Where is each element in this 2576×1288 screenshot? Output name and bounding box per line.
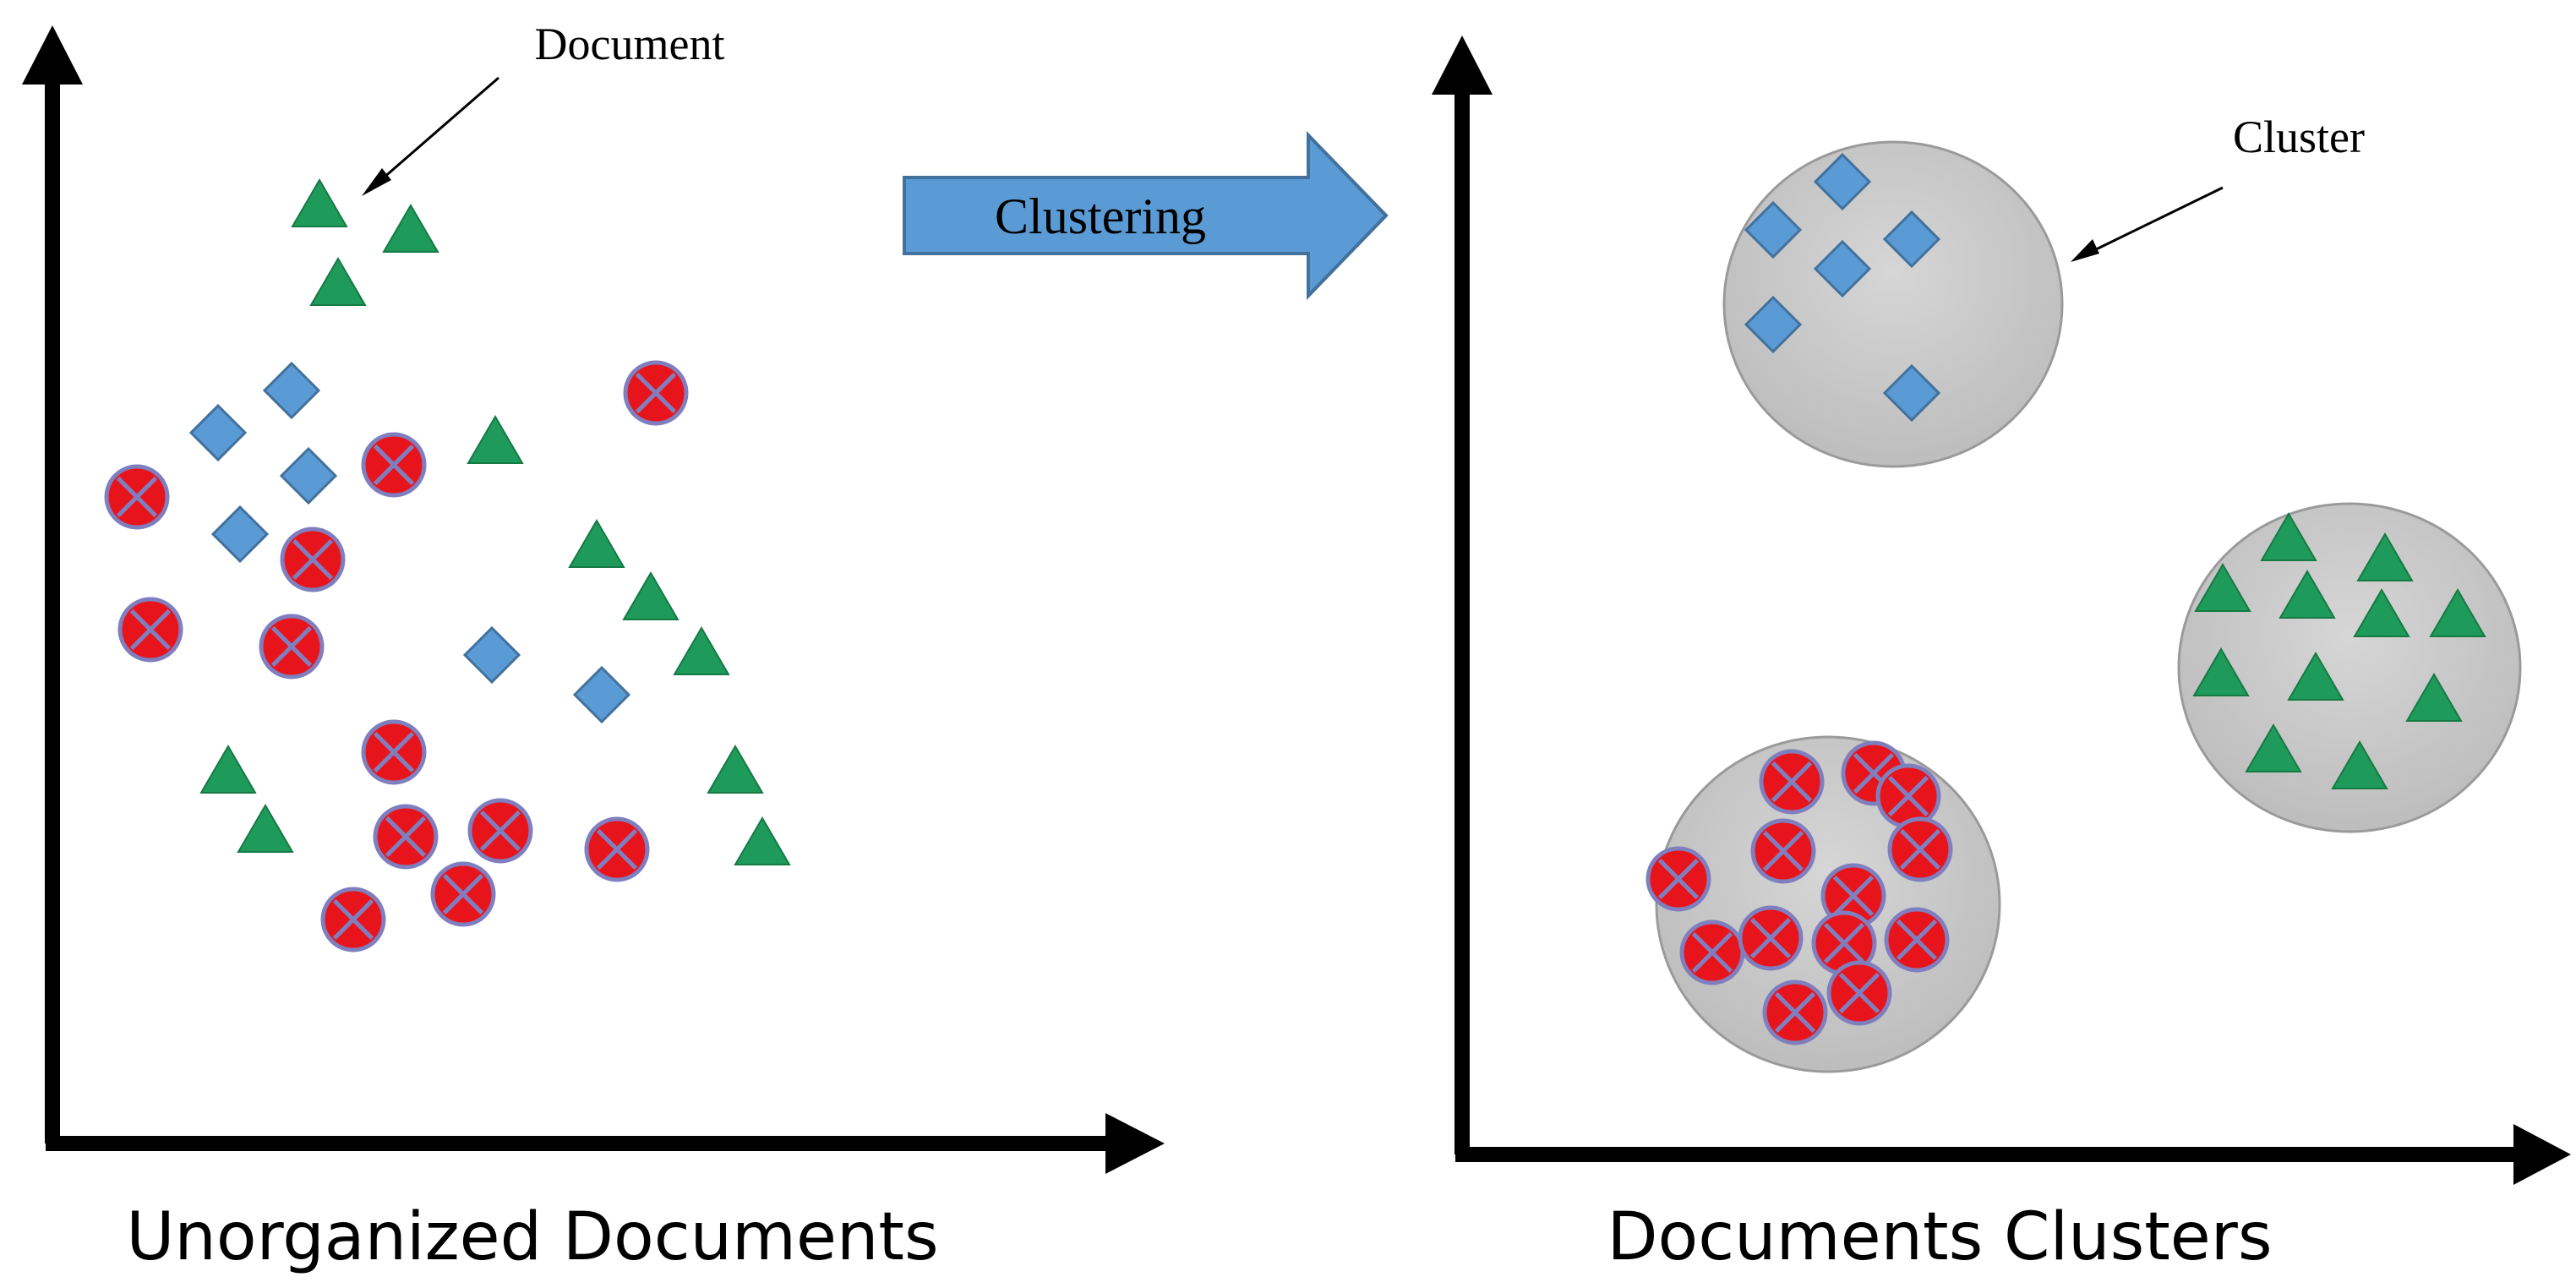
diamond-document-icon	[1813, 239, 1872, 298]
clustering-arrow: Clustering	[903, 131, 1389, 300]
crossed-circle-document-icon	[1750, 818, 1816, 884]
crossed-circle-document-icon	[1887, 816, 1953, 882]
triangle-document-icon	[2192, 647, 2250, 697]
left-caption: Unorganized Documents	[126, 1199, 938, 1275]
crossed-circle-document-icon	[280, 527, 346, 592]
diamond-document-icon	[572, 665, 631, 724]
triangle-document-icon	[382, 204, 439, 254]
crossed-circle-document-icon	[1811, 910, 1877, 976]
triangle-document-icon	[291, 178, 348, 228]
crossed-circle-document-icon	[1875, 763, 1941, 829]
cluster-annotation-pointer	[2087, 186, 2224, 255]
diamond-document-icon	[210, 505, 270, 564]
crossed-circle-document-icon	[1738, 905, 1804, 971]
crossed-circle-document-icon	[104, 464, 170, 530]
triangle-document-icon	[2405, 673, 2463, 723]
crossed-circle-document-icon	[467, 798, 533, 864]
triangle-document-icon	[707, 745, 764, 794]
cluster-blue	[1722, 140, 2064, 468]
crossed-circle-document-icon	[1884, 907, 1950, 973]
document-markers	[104, 152, 2486, 1045]
crossed-circle-document-icon	[361, 719, 427, 785]
triangle-document-icon	[734, 816, 791, 866]
triangle-document-icon	[309, 257, 367, 307]
clustering-arrow-label: Clustering	[995, 188, 1206, 244]
left-y-axis-arrowhead	[22, 25, 83, 85]
left-axes	[22, 25, 1165, 1174]
diamond-document-icon	[462, 625, 521, 685]
document-annotation-pointer	[375, 76, 499, 186]
crossed-circle-document-icon	[320, 887, 386, 952]
crossed-circle-document-icon	[373, 804, 439, 870]
triangle-document-icon	[2245, 723, 2302, 773]
diamond-document-icon	[1882, 210, 1941, 269]
crossed-circle-document-icon	[1759, 749, 1825, 815]
diamond-document-icon	[188, 403, 248, 462]
diamond-document-icon	[1813, 152, 1872, 211]
crossed-circle-document-icon	[1820, 863, 1886, 929]
clustering-arrow-shape	[903, 131, 1389, 300]
triangle-document-icon	[2429, 588, 2486, 638]
cluster-annotation: Cluster	[2071, 112, 2365, 262]
triangle-document-icon	[2287, 652, 2344, 701]
diamond-document-icon	[262, 361, 321, 420]
crossed-circle-document-icon	[1762, 980, 1828, 1045]
diamond-document-icon	[1744, 200, 1803, 259]
right-x-axis-arrowhead	[2513, 1124, 2571, 1185]
diamond-document-icon	[279, 446, 338, 505]
document-annotation-arrowhead	[362, 168, 391, 196]
cluster-annotation-label: Cluster	[2233, 112, 2365, 162]
triangle-document-icon	[199, 745, 257, 794]
right-y-axis-arrowhead	[1432, 35, 1493, 95]
triangle-document-icon	[237, 804, 294, 854]
triangle-document-icon	[622, 571, 679, 621]
crossed-circle-document-icon	[259, 614, 325, 679]
crossed-circle-document-icon	[1679, 920, 1745, 985]
diamond-document-icon	[1882, 363, 1941, 423]
triangle-document-icon	[2353, 588, 2410, 638]
triangle-document-icon	[2356, 532, 2414, 582]
diamond-document-icon	[1744, 295, 1803, 354]
triangle-document-icon	[2331, 740, 2388, 790]
crossed-circle-document-icon	[1826, 960, 1892, 1026]
triangle-document-icon	[467, 415, 524, 465]
triangle-document-icon	[2279, 570, 2336, 619]
triangle-document-icon	[2194, 563, 2251, 613]
crossed-circle-document-icon	[1645, 846, 1711, 912]
right-caption: Documents Clusters	[1607, 1199, 2272, 1275]
right-axes	[1432, 35, 2571, 1185]
document-annotation-label: Document	[535, 19, 725, 69]
crossed-circle-document-icon	[584, 816, 650, 882]
left-x-axis-arrowhead	[1105, 1113, 1165, 1174]
crossed-circle-document-icon	[430, 861, 496, 927]
triangle-document-icon	[2260, 512, 2317, 562]
triangle-document-icon	[673, 626, 730, 676]
cluster-annotation-arrowhead	[2071, 239, 2099, 262]
crossed-circle-document-icon	[117, 597, 183, 663]
triangle-document-icon	[568, 519, 625, 569]
crossed-circle-document-icon	[361, 432, 427, 498]
crossed-circle-document-icon	[623, 360, 689, 426]
document-annotation: Document	[362, 19, 724, 196]
